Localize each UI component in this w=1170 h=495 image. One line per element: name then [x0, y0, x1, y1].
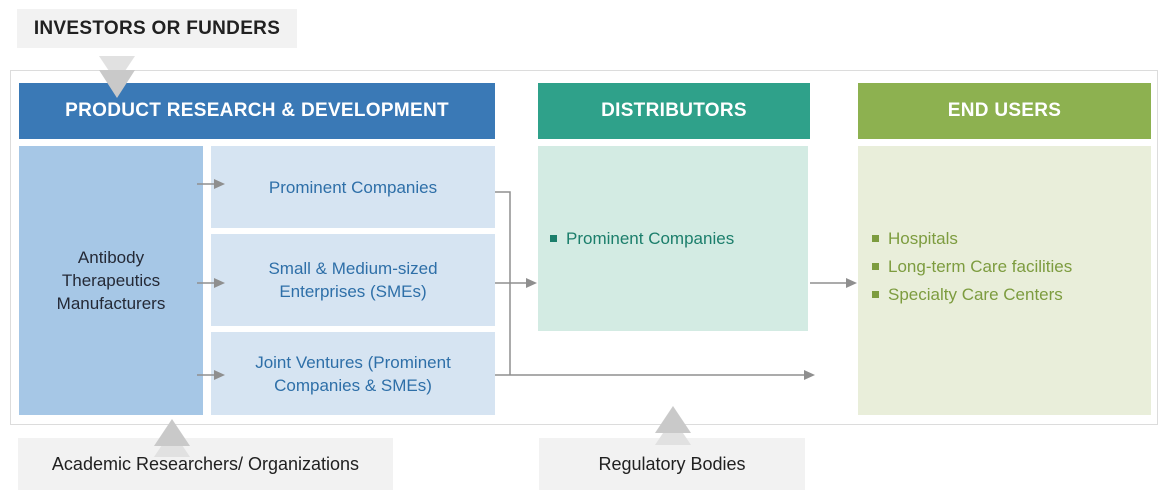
- square-bullet-icon: [550, 235, 557, 242]
- distributor-item-label: Prominent Companies: [566, 228, 735, 248]
- entity-label: Small & Medium-sized Enterprises (SMEs): [268, 259, 438, 301]
- end-user-item-label: Hospitals: [888, 228, 958, 248]
- header-product-research-development: PRODUCT RESEARCH & DEVELOPMENT: [19, 83, 495, 139]
- header-distributors: DISTRIBUTORS: [538, 83, 810, 139]
- entity-label: Joint Ventures (Prominent Companies & SM…: [255, 352, 451, 395]
- end-user-item-label: Long-term Care facilities: [888, 256, 1073, 276]
- list-item: Hospitals: [872, 225, 958, 253]
- list-item: Specialty Care Centers: [872, 281, 1063, 309]
- manufacturer-box: Antibody Therapeutics Manufacturers: [19, 146, 203, 415]
- square-bullet-icon: [872, 235, 879, 242]
- square-bullet-icon: [872, 291, 879, 298]
- end-user-item-label: Specialty Care Centers: [888, 284, 1063, 304]
- distributors-box: Prominent Companies: [538, 146, 808, 331]
- entity-label: Prominent Companies: [268, 177, 438, 197]
- investors-label: INVESTORS OR FUNDERS: [17, 9, 297, 48]
- end-users-box: Hospitals Long-term Care facilities Spec…: [858, 146, 1151, 415]
- regulatory-bodies-label: Regulatory Bodies: [539, 438, 805, 490]
- manufacturer-label: Antibody Therapeutics Manufacturers: [56, 248, 166, 313]
- entity-joint-ventures: Joint Ventures (Prominent Companies & SM…: [211, 332, 495, 415]
- list-item: Long-term Care facilities: [872, 253, 1072, 281]
- entity-smes: Small & Medium-sized Enterprises (SMEs): [211, 234, 495, 326]
- square-bullet-icon: [872, 263, 879, 270]
- academic-researchers-label: Academic Researchers/ Organizations: [18, 438, 393, 490]
- header-end-users: END USERS: [858, 83, 1151, 139]
- list-item: Prominent Companies: [550, 225, 734, 253]
- entity-prominent-companies: Prominent Companies: [211, 146, 495, 228]
